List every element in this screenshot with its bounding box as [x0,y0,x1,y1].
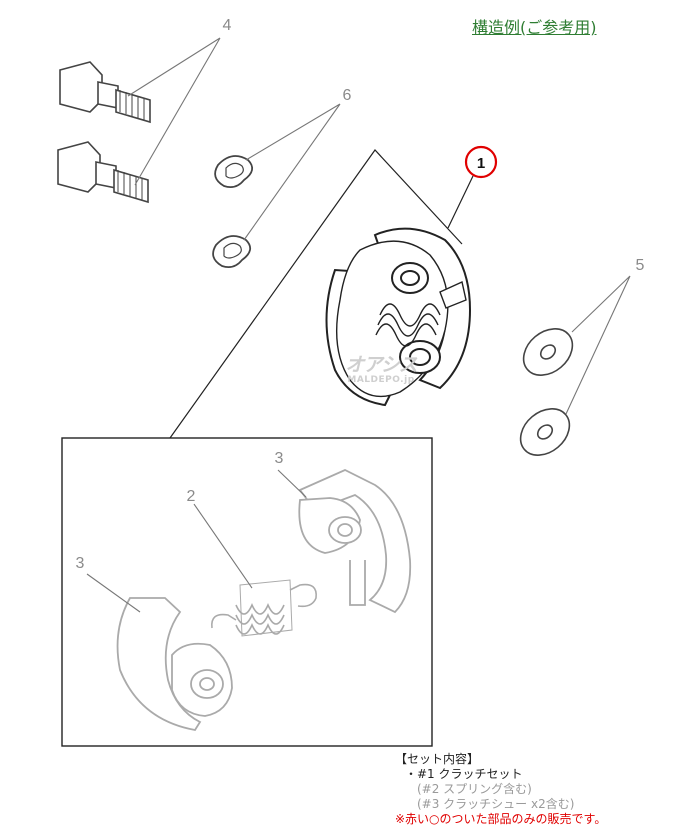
bolt-lower [57,141,149,204]
bolt-upper [59,61,151,124]
callout-6: 6 [343,87,352,104]
callout-5: 5 [636,257,645,274]
washer-lower [519,408,571,456]
set-contents-sub-spring: (#2 スプリング含む) [417,782,532,796]
callout-2: 2 [187,488,196,505]
leader-line-1 [447,175,474,229]
clip-lower [212,235,252,269]
set-contents-sub-shoe: (#3 クラッチシュー x2含む) [417,797,575,811]
clutch-assembly [325,227,472,407]
set-contents: 【セット内容】 ・#1 クラッチセット (#2 スプリング含む) (#3 クラッ… [395,752,606,827]
washer-upper [522,328,574,376]
sales-note: ※赤い○のついた部品のみの販売です。 [395,812,607,826]
callout-3-left: 3 [76,555,85,572]
clutch-shoe-left [116,597,233,731]
clutch-shoe-right [298,469,412,614]
spring [211,579,317,637]
callout-3-right: 3 [275,450,284,467]
callout-1: 1 [477,155,485,172]
watermark-site: MALDEPO.jp [347,374,415,385]
watermark: オアシス MALDEPO.jp [336,354,426,385]
leader-lines [86,37,631,613]
inset-connector [169,149,463,439]
clip-upper [214,155,254,189]
page-title: 構造例(ご参考用) [472,18,597,37]
inset-frame [61,437,433,747]
set-contents-heading: 【セット内容】 [395,752,480,766]
watermark-logo: オアシス [345,354,417,376]
set-contents-item: ・#1 クラッチセット [405,767,523,781]
callout-4: 4 [223,17,232,34]
highlight-circle [464,145,498,179]
